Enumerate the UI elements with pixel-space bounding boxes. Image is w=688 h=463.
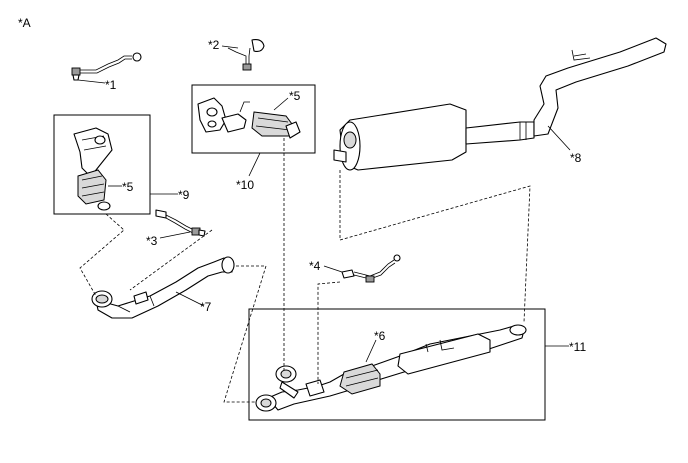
tail-pipe-muffler-8 — [333, 37, 667, 171]
exhaust-manifold-converter-10 — [197, 97, 301, 139]
callout-10: *10 — [236, 178, 254, 192]
callout-5b: *5 — [289, 89, 301, 103]
callout-5a: *5 — [122, 180, 134, 194]
callout-9: *9 — [178, 188, 190, 202]
callout-2: *2 — [208, 38, 220, 52]
leader-7 — [175, 291, 205, 307]
leader-5b — [273, 97, 289, 111]
connection-7-to-11 — [223, 265, 267, 403]
callout-7: *7 — [200, 300, 212, 314]
front-exhaust-pipe-7 — [91, 256, 235, 319]
callout-8: *8 — [570, 151, 582, 165]
connection-3-to-7 — [129, 229, 213, 291]
group-box-11 — [248, 308, 546, 421]
leader-4 — [323, 265, 343, 273]
callout-11: *11 — [569, 340, 586, 354]
oxygen-sensor-3 — [155, 209, 206, 237]
connection-8-to-11 — [339, 170, 531, 323]
figure-label: *A — [18, 16, 31, 30]
oxygen-sensor-2 — [227, 39, 265, 71]
callout-3: *3 — [146, 234, 158, 248]
connection-4-to-11 — [317, 281, 341, 384]
callout-1: *1 — [105, 78, 117, 92]
leader-8 — [547, 125, 571, 151]
leader-3 — [159, 231, 191, 239]
leader-1 — [77, 79, 106, 84]
center-exhaust-pipe-11 — [255, 324, 527, 412]
leader-6 — [365, 339, 377, 363]
callout-4: *4 — [309, 259, 321, 273]
connection-9-to-7 — [79, 213, 125, 297]
leader-2 — [221, 45, 239, 49]
group-box-10 — [191, 84, 316, 154]
exhaust-manifold-converter-9 — [73, 127, 113, 211]
oxygen-sensor-1 — [71, 52, 142, 81]
oxygen-sensor-4 — [341, 254, 401, 283]
callout-6: *6 — [374, 329, 386, 343]
group-box-9 — [53, 114, 151, 215]
leader-10 — [248, 152, 261, 177]
